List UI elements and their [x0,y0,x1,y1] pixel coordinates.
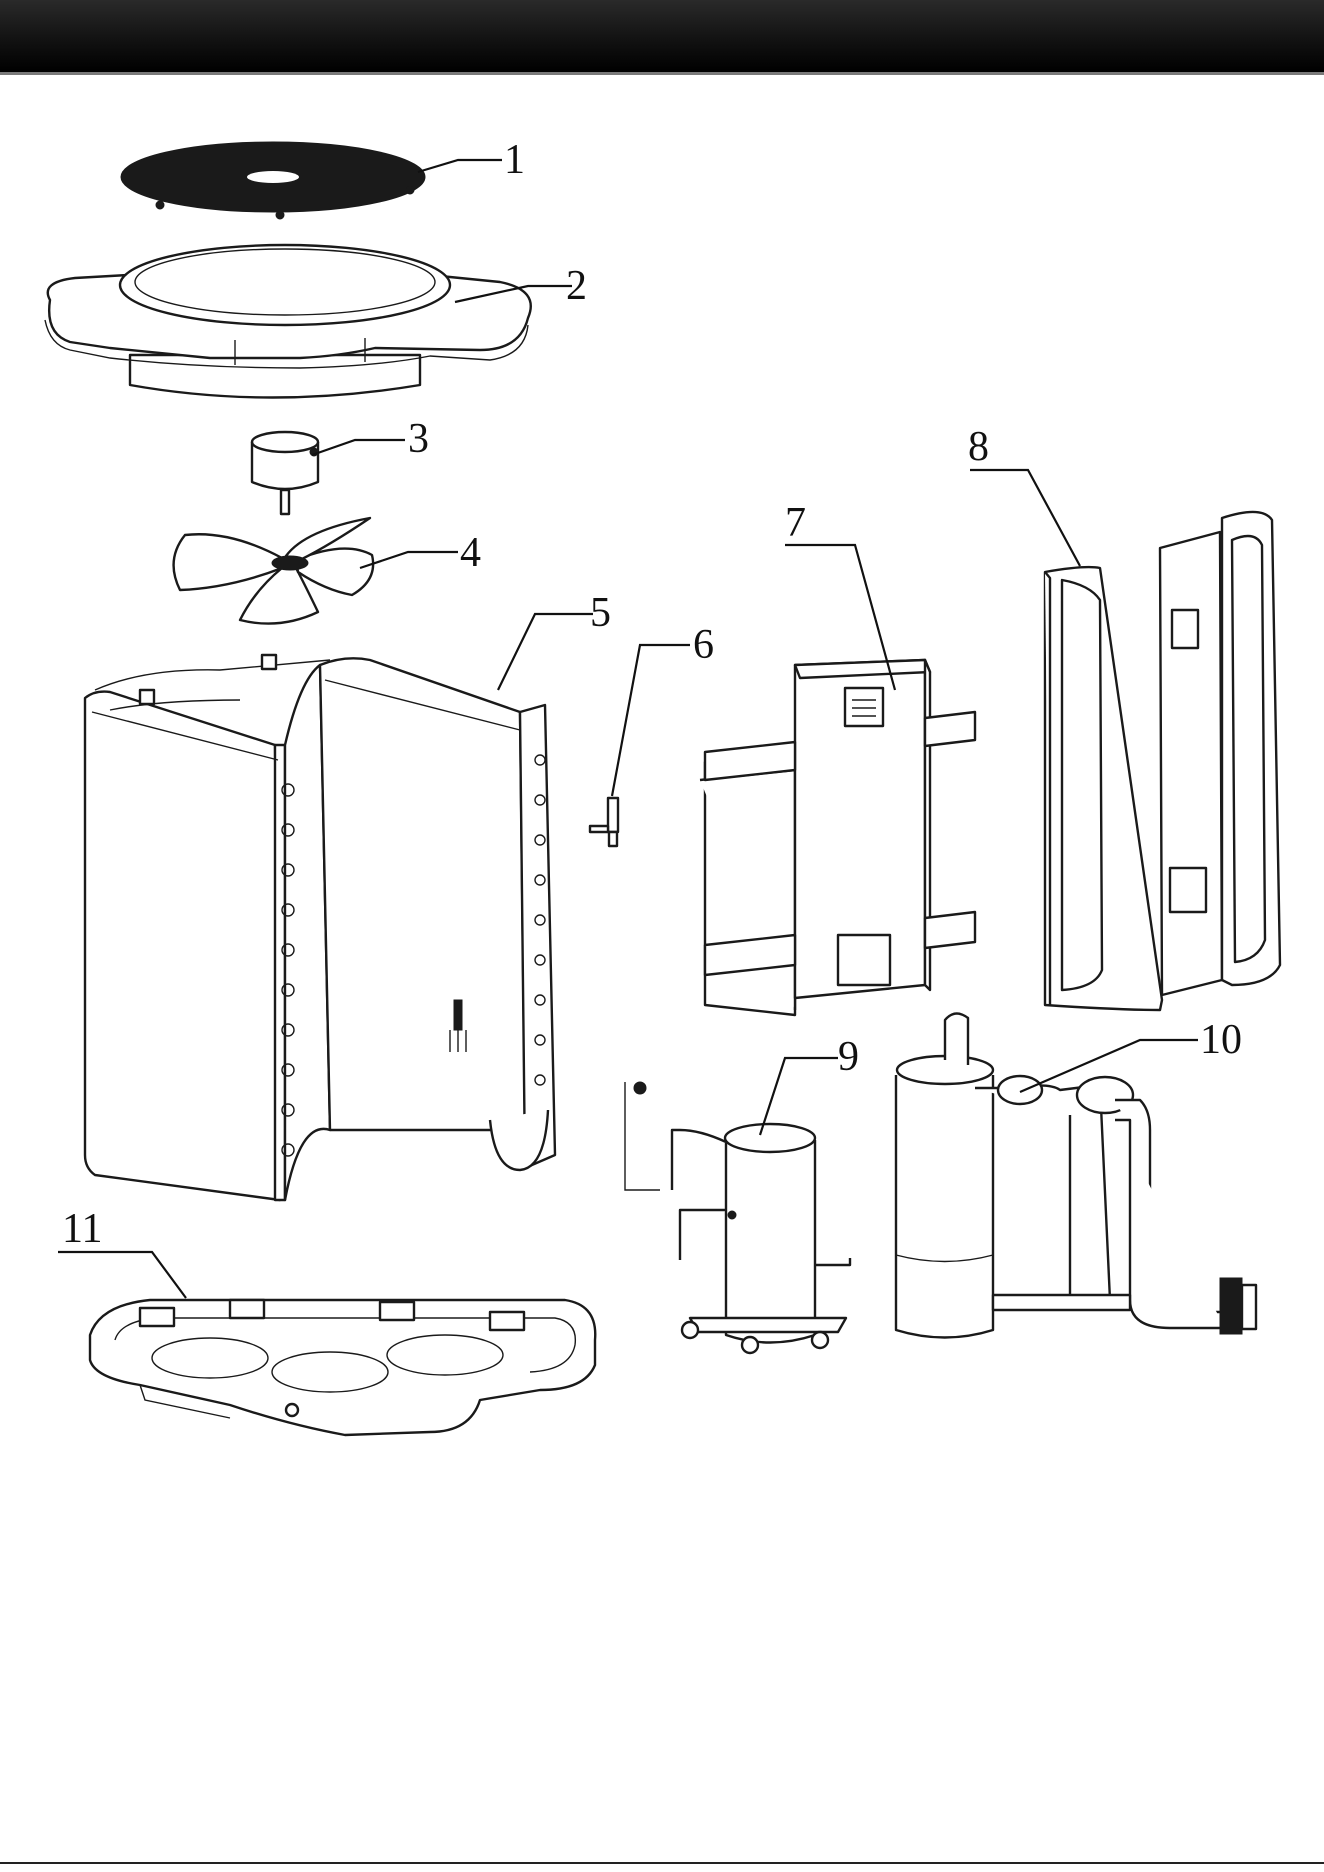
part-7-mounting-plate [700,660,975,1015]
part-5-evaporator-coil [85,655,555,1200]
callout-10: 10 [1200,1017,1242,1063]
part-4-fan-blade [174,518,374,624]
callout-5: 5 [590,590,611,636]
callout-2: 2 [566,263,587,309]
callout-9: 9 [838,1034,859,1080]
footer-rule [0,1862,1324,1864]
callout-11: 11 [62,1206,102,1252]
callout-4: 4 [460,530,481,576]
callout-6: 6 [693,622,714,668]
callout-1: 1 [504,137,525,183]
callout-8: 8 [968,424,989,470]
part-9-compressor [625,1082,850,1353]
part-8-side-panel [1045,512,1280,1010]
part-11-base-tray [90,1300,595,1435]
callout-7: 7 [785,500,806,546]
callout-3: 3 [408,416,429,462]
part-6-sensor [590,798,618,846]
part-3-fan-motor [252,432,318,514]
part-1-fan-grille [121,142,425,219]
part-2-top-cover [45,245,531,398]
